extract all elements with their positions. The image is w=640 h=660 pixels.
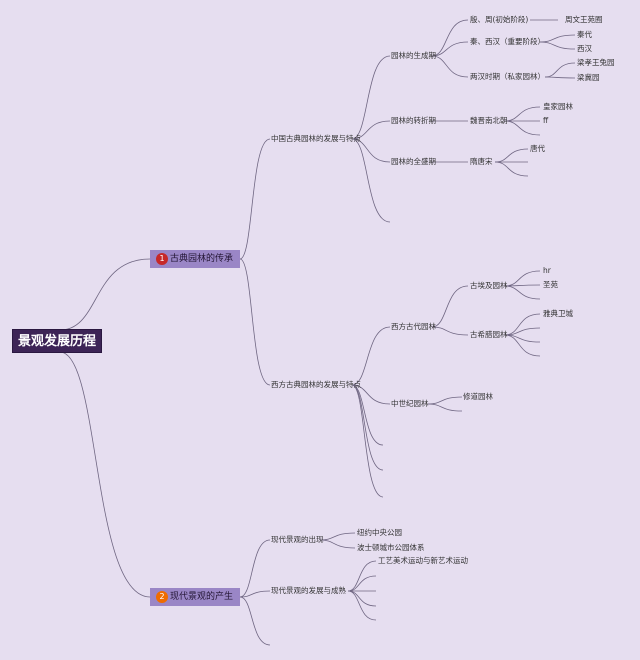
node-wei-jin[interactable]: 魏晋南北朝 — [470, 116, 508, 125]
node-west-ancient[interactable]: 西方古代园林 — [391, 322, 436, 331]
node-west-classical[interactable]: 西方古典园林的发展与特点 — [271, 380, 361, 389]
connector-line — [431, 285, 469, 328]
node-tang[interactable]: 唐代 — [530, 144, 545, 153]
connector-line — [239, 596, 271, 646]
connector-line — [504, 334, 541, 357]
branch-label: 现代景观的产生 — [170, 592, 234, 602]
connector-line — [351, 384, 391, 405]
node-gen-period[interactable]: 园林的生成期 — [391, 51, 436, 60]
node-hr[interactable]: hr — [543, 266, 551, 275]
connector-line — [239, 258, 271, 386]
node-modern-develop[interactable]: 现代景观的发展与成熟 — [271, 586, 346, 595]
connector-line — [351, 138, 391, 223]
connector-line — [544, 76, 576, 79]
node-greece[interactable]: 古希腊园林 — [470, 330, 508, 339]
node-arts-crafts[interactable]: 工艺美术运动与新艺术运动 — [378, 556, 468, 565]
connector-line — [504, 285, 541, 300]
connector-line — [431, 326, 469, 336]
connector-line — [347, 590, 377, 607]
connector-line — [504, 120, 541, 136]
node-egypt[interactable]: 古埃及园林 — [470, 281, 508, 290]
connector-line — [539, 34, 576, 43]
connector-line — [319, 532, 356, 541]
node-qin-xihan[interactable]: 秦、西汉（重要阶段） — [470, 37, 545, 46]
branch-classical-heritage[interactable]: 1 古典园林的传承 — [150, 250, 240, 268]
connector-line — [239, 590, 271, 598]
node-central-park[interactable]: 纽约中央公园 — [357, 528, 402, 537]
branch-modern-landscape[interactable]: 2 现代景观的产生 — [150, 588, 240, 606]
number-badge-2: 2 — [156, 591, 168, 603]
node-boston-parks[interactable]: 波士顿城市公园体系 — [357, 543, 425, 552]
connector-line — [504, 270, 541, 287]
node-royal-garden[interactable]: 皇家园林 — [543, 102, 573, 111]
node-qin-dynasty[interactable]: 秦代 — [577, 30, 592, 39]
node-yin-zhou[interactable]: 殷、周(初始阶段) — [470, 15, 529, 24]
node-medieval[interactable]: 中世纪园林 — [391, 399, 429, 408]
node-xihan[interactable]: 西汉 — [577, 44, 592, 53]
node-two-han[interactable]: 两汉时期（私家园林） — [470, 72, 545, 81]
node-athens[interactable]: 雅典卫城 — [543, 309, 573, 318]
connector-line — [427, 396, 463, 405]
connector-line — [351, 55, 391, 140]
node-china-classical[interactable]: 中国古典园林的发展与特点 — [271, 134, 361, 143]
connector-line — [504, 106, 541, 122]
connector-line — [494, 148, 529, 163]
node-liang-ji[interactable]: 梁冀园 — [577, 73, 600, 82]
node-peak-period[interactable]: 园林的全盛期 — [391, 157, 436, 166]
connector-line — [351, 120, 391, 140]
node-temple-garden[interactable]: 圣苑 — [543, 280, 558, 289]
connector-line — [351, 138, 391, 163]
connector-line — [319, 539, 356, 549]
connector-line — [431, 19, 469, 57]
connector-line — [351, 384, 384, 446]
connector-line — [494, 161, 529, 177]
connector-line — [427, 403, 463, 412]
connector-line — [539, 41, 576, 50]
node-ff[interactable]: ff — [543, 116, 549, 125]
node-turn-period[interactable]: 园林的转折期 — [391, 116, 436, 125]
node-monastery[interactable]: 修道园林 — [463, 392, 493, 401]
root-to-branch-2 — [59, 351, 151, 598]
connector-line — [504, 313, 541, 336]
connector-line — [239, 138, 271, 260]
root-to-branch-1 — [59, 258, 151, 331]
connector-line — [239, 539, 271, 598]
node-zhou-garden[interactable]: 周文王苑囿 — [565, 15, 603, 24]
connector-line — [347, 560, 377, 592]
connector-line — [351, 326, 391, 386]
connector-line — [347, 575, 377, 592]
branch-label: 古典园林的传承 — [170, 254, 234, 264]
node-liang-xiaowang[interactable]: 梁孝王兔园 — [577, 58, 615, 67]
connector-line — [431, 41, 469, 57]
connector-line — [351, 384, 384, 498]
connector-line — [544, 62, 576, 78]
node-sui-tang[interactable]: 隋唐宋 — [470, 157, 493, 166]
root-node[interactable]: 景观发展历程 — [12, 329, 102, 353]
connector-line — [431, 55, 469, 78]
connector-line — [347, 590, 377, 621]
number-badge-1: 1 — [156, 253, 168, 265]
node-modern-emerge[interactable]: 现代景观的出现 — [271, 535, 324, 544]
